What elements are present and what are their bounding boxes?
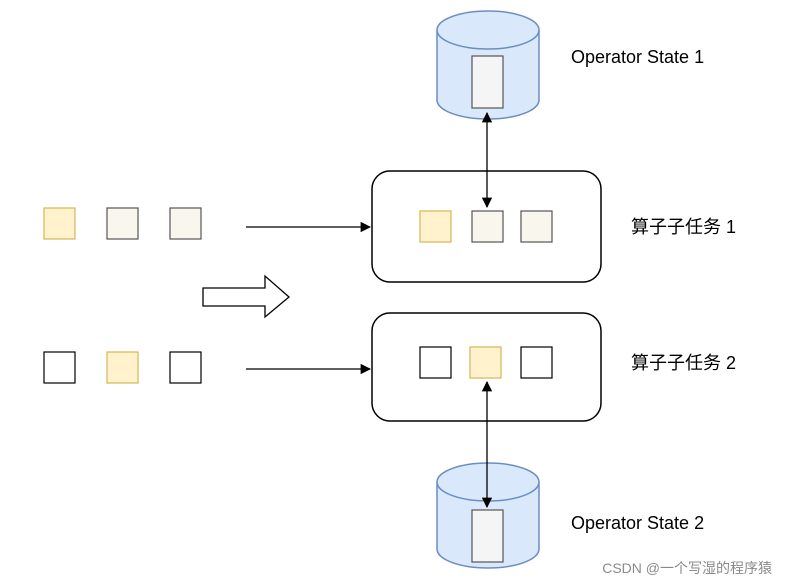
hollow-right-arrow-icon [202,274,291,319]
stream-1-record [169,207,202,240]
operator-state-2-label: Operator State 2 [571,513,704,533]
subtask-1-record [471,210,504,243]
stream-1-record [43,207,76,240]
subtask-2-record [520,346,553,379]
subtask-2-label: 算子子任务 2 [631,353,736,373]
stream-2-record [169,351,202,384]
watermark: CSDN @一个写湿的程序猿 [602,560,772,576]
subtask-2-record [469,346,502,379]
state-2-entry [471,509,504,563]
stream-2-record [43,351,76,384]
database-cylinder-icon-2 [436,462,540,569]
subtask-2-record [419,346,452,379]
subtask-1-record [520,210,553,243]
state-1-entry [471,55,504,109]
operator-state-1-label: Operator State 1 [571,47,704,67]
subtask-1-label: 算子子任务 1 [631,217,736,237]
subtask-1-record [419,210,452,243]
database-cylinder-icon-1 [436,10,540,120]
stream-2-record [106,351,139,384]
stream-1-record [106,207,139,240]
